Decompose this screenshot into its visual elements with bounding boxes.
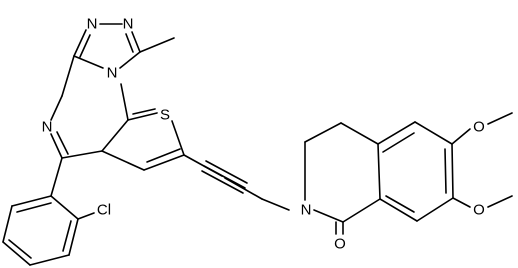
bond [452,197,471,208]
bond [487,195,513,208]
bond [132,108,156,115]
atom-label-n-triazole-top-right: N [123,16,134,33]
bond [379,198,418,222]
bond [487,112,513,125]
bond [50,133,63,159]
bond [224,177,263,200]
bond [50,195,79,220]
bond [131,31,141,53]
bond [11,195,52,207]
bond [451,128,471,145]
bond [77,212,95,220]
bond [50,157,63,197]
bond [146,148,181,163]
bond [119,51,141,69]
bond [68,218,79,256]
bond [416,197,454,222]
bond [61,55,75,97]
bond [139,37,175,53]
atom-label-o-methoxy-upper: O [473,119,485,136]
bond [385,195,415,213]
bond [203,165,246,189]
bond [444,148,447,194]
bond [304,122,342,143]
bond [201,170,244,194]
atom-label-s-thiophene: S [160,107,170,124]
bond [414,121,453,145]
atom-label-n-lactam: N [301,202,312,219]
bond [342,198,381,223]
bond [451,143,454,199]
bond [340,122,379,145]
atom-label-layer: N N N N S N O O O Cl [42,16,485,253]
bond [73,55,104,69]
bond [377,143,381,200]
bond [377,121,416,145]
bond [73,29,87,57]
atom-label-cl-aryl: Cl [97,202,111,219]
bond [171,120,185,156]
atom-label-n-triazole-top-left: N [87,16,98,33]
bond [205,160,248,184]
bond [125,33,134,53]
atom-label-o-carbonyl: O [334,236,346,253]
atom-label-n-diazepine: N [42,119,53,136]
bond [313,209,344,223]
atom-label-n-triazole-bridge: N [107,65,118,82]
bond [50,95,63,121]
bond [29,254,70,266]
bond [56,131,69,155]
bond [382,132,415,153]
bond [261,198,290,211]
bond [79,34,91,58]
bond [61,150,103,159]
bond [2,205,13,243]
atom-label-o-methoxy-lower: O [473,202,485,219]
bond [143,154,185,171]
bond [8,239,32,259]
bond-layer [2,23,513,266]
bond [120,83,129,121]
bond [62,220,72,252]
bond [101,150,145,171]
bond [127,112,158,121]
bond [16,202,52,213]
bond [2,241,31,266]
bond [101,119,129,152]
